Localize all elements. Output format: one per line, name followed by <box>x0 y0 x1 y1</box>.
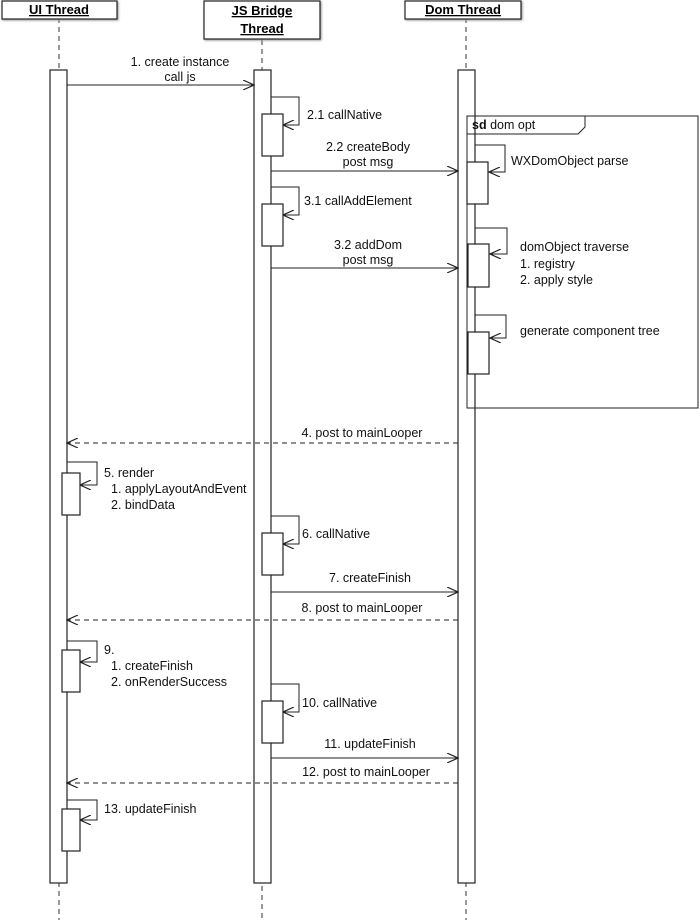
message-label-5c: 2. bindData <box>111 498 175 512</box>
message-label-2-2a: 2.2 createBody <box>326 140 411 154</box>
message-label-1a: 1. create instance <box>131 55 230 69</box>
message-label-2-1: 2.1 callNative <box>307 108 382 122</box>
message-label-traverse-a: domObject traverse <box>520 240 629 254</box>
activation-6 <box>261 532 284 576</box>
message-label-generate: generate component tree <box>520 324 660 338</box>
self-call-9 <box>67 640 98 662</box>
message-label-6: 6. callNative <box>302 527 370 541</box>
message-label-3-1: 3.1 callAddElement <box>304 194 412 208</box>
self-call-3-1 <box>271 186 300 215</box>
activation-9 <box>61 649 81 693</box>
message-label-3-2b: post msg <box>343 253 394 267</box>
message-label-9b: 1. createFinish <box>111 659 193 673</box>
frame-name: dom opt <box>490 118 536 132</box>
message-label-5a: 5. render <box>104 466 154 480</box>
message-label-9c: 2. onRenderSuccess <box>111 675 227 689</box>
message-label-3-2a: 3.2 addDom <box>334 238 402 252</box>
activation-parse <box>466 161 489 205</box>
ui-thread-header: UI Thread <box>1 0 118 20</box>
js-activation <box>253 69 272 884</box>
activation-generate <box>467 331 490 375</box>
message-label-traverse-b: 1. registry <box>520 257 576 271</box>
message-label-10: 10. callNative <box>302 696 377 710</box>
js-thread-label-1: JS Bridge <box>232 3 293 18</box>
message-label-2-2b: post msg <box>343 155 394 169</box>
message-label-4: 4. post to mainLooper <box>302 426 423 440</box>
activation-traverse <box>467 243 490 288</box>
message-label-11: 11. updateFinish <box>324 737 416 751</box>
activation-3-1 <box>261 203 284 247</box>
message-label-parse: WXDomObject parse <box>511 154 628 168</box>
message-label-5b: 1. applyLayoutAndEvent <box>111 482 247 496</box>
message-label-8: 8. post to mainLooper <box>302 601 423 615</box>
message-label-traverse-c: 2. apply style <box>520 273 593 287</box>
message-label-9a: 9. <box>104 643 114 657</box>
message-label-7: 7. createFinish <box>329 571 411 585</box>
self-call-2-1 <box>271 96 300 125</box>
self-call-6 <box>271 515 300 544</box>
dom-opt-frame: sd dom opt <box>466 115 699 409</box>
activation-13 <box>61 808 81 852</box>
dom-thread-label: Dom Thread <box>425 2 501 17</box>
activation-2-1 <box>261 113 284 157</box>
self-call-generate <box>475 314 507 338</box>
dom-thread-header: Dom Thread <box>404 0 522 20</box>
message-label-12: 12. post to mainLooper <box>302 765 430 779</box>
self-call-parse <box>475 144 506 172</box>
message-label-1b: call js <box>164 70 195 84</box>
activation-10 <box>261 700 284 744</box>
svg-text:sd dom opt: sd dom opt <box>472 118 536 132</box>
self-call-traverse <box>475 227 508 254</box>
ui-thread-label: UI Thread <box>29 2 89 17</box>
self-call-10 <box>271 683 300 712</box>
js-thread-label-2: Thread <box>240 21 283 36</box>
self-call-5 <box>67 461 98 485</box>
frame-keyword: sd <box>472 118 487 132</box>
js-thread-header: JS Bridge Thread <box>203 0 321 40</box>
self-call-13 <box>67 799 98 820</box>
activation-5 <box>61 472 81 516</box>
message-label-13: 13. updateFinish <box>104 802 196 816</box>
